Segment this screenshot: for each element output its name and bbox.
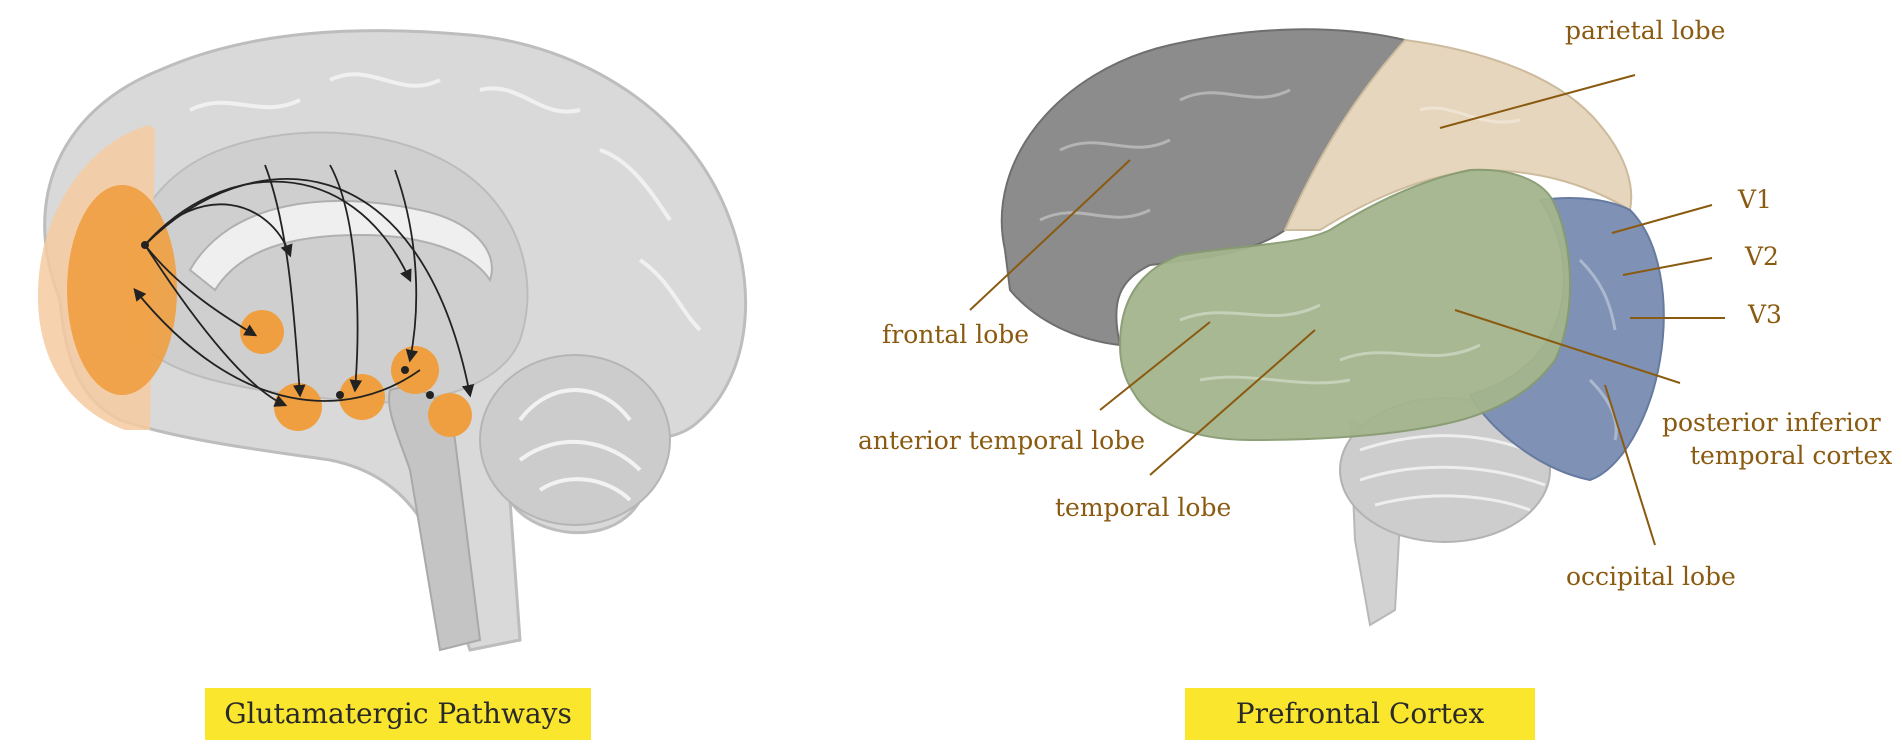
caption-prefrontal-cortex: Prefrontal Cortex — [1185, 688, 1535, 740]
corpus-callosum — [188, 199, 493, 292]
label-v3: V3 — [1748, 300, 1782, 329]
label-anterior-temporal-lobe: anterior temporal lobe — [858, 426, 1145, 455]
parietal-lobe-region — [1283, 38, 1633, 231]
caption-glutamatergic-pathways: Glutamatergic Pathways — [205, 688, 591, 740]
label-occipital-lobe: occipital lobe — [1566, 562, 1736, 591]
pathway-arrows — [133, 164, 475, 407]
label-temporal-cortex: temporal cortex — [1690, 441, 1893, 470]
temporal-lobe-region — [1118, 168, 1571, 442]
nucleus-thalamic — [240, 310, 284, 354]
nucleus-d — [428, 393, 472, 437]
nucleus-a — [274, 383, 322, 431]
label-leader-lines — [969, 74, 1725, 546]
label-frontal-lobe: frontal lobe — [882, 320, 1030, 349]
label-posterior-inferior: posterior inferior — [1662, 408, 1881, 437]
nucleus-c — [391, 346, 439, 394]
label-parietal-lobe: parietal lobe — [1565, 16, 1726, 45]
prefrontal-core — [67, 185, 177, 395]
label-v1: V1 — [1738, 185, 1772, 214]
label-v2: V2 — [1745, 242, 1779, 271]
label-temporal-lobe: temporal lobe — [1055, 493, 1232, 522]
